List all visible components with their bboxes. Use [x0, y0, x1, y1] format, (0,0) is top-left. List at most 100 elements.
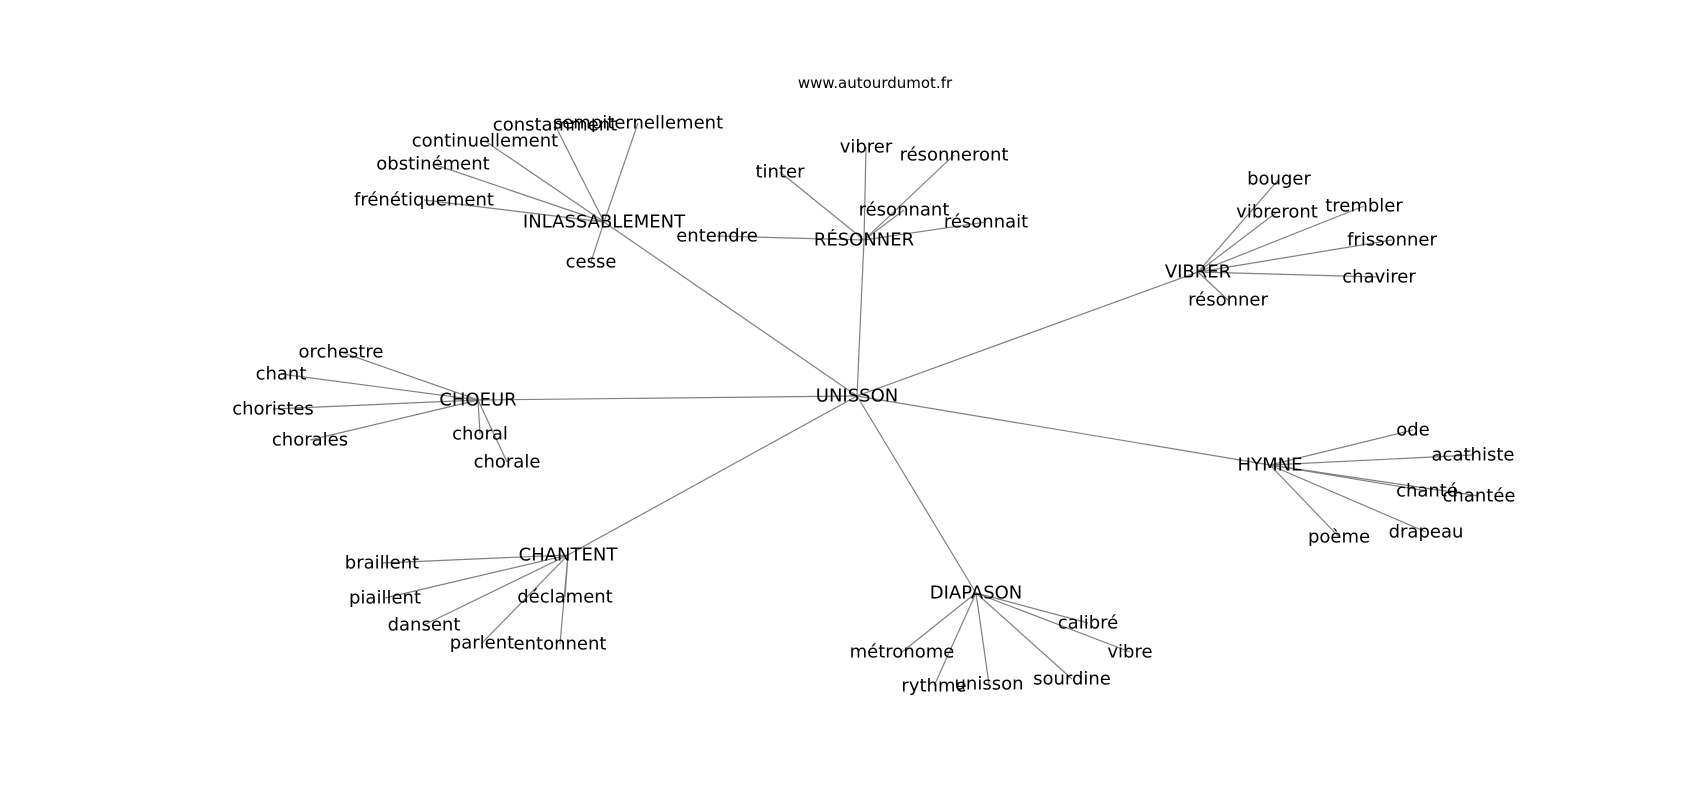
word-node-label[interactable]: résonnant: [859, 200, 950, 221]
word-node-label[interactable]: sourdine: [1033, 669, 1111, 690]
edge-hub-to-word: [1269, 454, 1474, 466]
word-node-label[interactable]: bouger: [1247, 169, 1311, 190]
edge-hub-to-word: [863, 146, 867, 241]
edge-hub-to-word: [1269, 464, 1480, 497]
edge-hub-to-word: [779, 171, 865, 241]
edge-hub-to-word: [1197, 205, 1365, 273]
edge-hub-to-word: [559, 554, 569, 645]
edge-hub-to-word: [272, 399, 479, 410]
center-node-label[interactable]: UNISSON: [816, 386, 898, 407]
edge-center-to-hub: [603, 221, 858, 397]
edge-hub-to-word: [1197, 271, 1380, 278]
word-node-label[interactable]: entonnent: [514, 634, 607, 655]
edge-hub-to-word: [554, 124, 605, 223]
word-node-label[interactable]: résonner: [1188, 290, 1268, 311]
edge-hub-to-word: [863, 221, 987, 241]
edge-hub-to-word: [933, 592, 977, 687]
word-node-label[interactable]: trembler: [1325, 196, 1403, 217]
word-node-label[interactable]: parlent: [450, 633, 514, 654]
edge-center-to-hub: [567, 395, 858, 556]
word-node-label[interactable]: vibrer: [840, 137, 893, 158]
word-node-label[interactable]: continuellement: [412, 131, 558, 152]
edge-hub-to-word: [975, 592, 990, 685]
word-node-label[interactable]: ode: [1396, 420, 1430, 441]
word-node-label[interactable]: chorale: [474, 452, 541, 473]
word-node-label[interactable]: résonnait: [944, 212, 1028, 233]
hub-node-label[interactable]: CHANTENT: [519, 545, 619, 566]
word-node-label[interactable]: choral: [452, 424, 508, 445]
edge-center-to-hub: [856, 395, 1271, 466]
edge-hub-to-word: [481, 554, 569, 644]
word-node-label[interactable]: piaillent: [349, 588, 421, 609]
edge-hub-to-word: [590, 221, 605, 263]
edge-hub-to-word: [477, 399, 508, 463]
edge-center-to-hub: [856, 271, 1199, 397]
word-node-label[interactable]: drapeau: [1389, 522, 1464, 543]
word-node-label[interactable]: vibreront: [1236, 202, 1318, 223]
label-layer: www.autourdumot.fr UNISSON INLASSABLEMENT…: [232, 74, 1515, 697]
edge-hub-to-word: [423, 199, 605, 223]
edge-hub-to-word: [1197, 178, 1280, 273]
edge-hub-to-word: [384, 554, 569, 599]
hub-node-label[interactable]: CHOEUR: [439, 390, 516, 411]
hub-node-label[interactable]: VIBRER: [1165, 262, 1231, 283]
edge-hub-to-word: [1197, 211, 1278, 273]
word-node-label[interactable]: tinter: [756, 162, 806, 183]
word-node-label[interactable]: sempiternellement: [553, 113, 723, 134]
edge-hub-to-word: [432, 163, 605, 223]
word-node-label[interactable]: frissonner: [1347, 230, 1437, 251]
edge-layer: [272, 122, 1480, 687]
hub-node-label[interactable]: INLASSABLEMENT: [523, 212, 686, 233]
edge-hub-to-word: [603, 122, 639, 223]
word-node-label[interactable]: cesse: [566, 252, 617, 273]
word-node-label[interactable]: poème: [1308, 527, 1370, 548]
word-node-label[interactable]: chantée: [1443, 486, 1516, 507]
word-node-label[interactable]: chorales: [272, 430, 348, 451]
word-node-label[interactable]: métronome: [850, 642, 955, 663]
edge-hub-to-word: [484, 140, 605, 223]
edge-hub-to-word: [1269, 464, 1427, 533]
word-node-label[interactable]: frénétiquement: [354, 190, 494, 211]
word-node-label[interactable]: calibré: [1058, 613, 1118, 634]
word-node-label[interactable]: chanté: [1396, 481, 1458, 502]
edge-hub-to-word: [975, 592, 1089, 624]
word-node-label[interactable]: obstinément: [376, 154, 489, 175]
edge-hub-to-word: [340, 351, 479, 401]
hub-node-label[interactable]: HYMNE: [1238, 455, 1303, 476]
edge-hub-to-word: [423, 554, 569, 626]
word-node-label[interactable]: déclament: [517, 587, 613, 608]
word-node-label[interactable]: braillent: [345, 553, 419, 574]
word-node-label[interactable]: constamment: [493, 115, 617, 136]
word-node-label[interactable]: chant: [256, 364, 307, 385]
edge-center-to-hub: [856, 395, 977, 594]
edge-center-to-hub: [477, 395, 858, 401]
word-node-label[interactable]: entendre: [676, 226, 758, 247]
edge-hub-to-word: [863, 209, 905, 241]
edge-hub-to-word: [381, 554, 569, 564]
edge-hub-to-word: [716, 235, 865, 241]
word-node-label[interactable]: choristes: [232, 399, 314, 420]
word-node-label[interactable]: résonneront: [900, 145, 1009, 166]
word-node-label[interactable]: acathiste: [1432, 445, 1515, 466]
edge-hub-to-word: [1269, 429, 1414, 466]
word-node-label[interactable]: unisson: [955, 674, 1024, 695]
edge-hub-to-word: [1269, 464, 1340, 538]
word-node-label[interactable]: orchestre: [299, 342, 384, 363]
word-node-label[interactable]: chavirer: [1342, 267, 1416, 288]
edge-hub-to-word: [901, 592, 977, 653]
edge-hub-to-word: [309, 399, 479, 441]
word-node-label[interactable]: vibre: [1107, 642, 1152, 663]
edge-hub-to-word: [1197, 239, 1393, 273]
edge-hub-to-word: [975, 592, 1073, 680]
edge-hub-to-word: [1197, 271, 1229, 301]
word-node-label[interactable]: dansent: [388, 615, 461, 636]
hub-node-label[interactable]: DIAPASON: [930, 583, 1023, 604]
edge-hub-to-word: [280, 373, 479, 401]
edge-center-to-hub: [856, 239, 865, 397]
word-node-label[interactable]: rythme: [901, 676, 966, 697]
edge-hub-to-word: [975, 592, 1131, 653]
hub-node-label[interactable]: RÉSONNER: [814, 229, 914, 251]
site-url-label[interactable]: www.autourdumot.fr: [798, 74, 953, 92]
edge-hub-to-word: [863, 154, 955, 241]
